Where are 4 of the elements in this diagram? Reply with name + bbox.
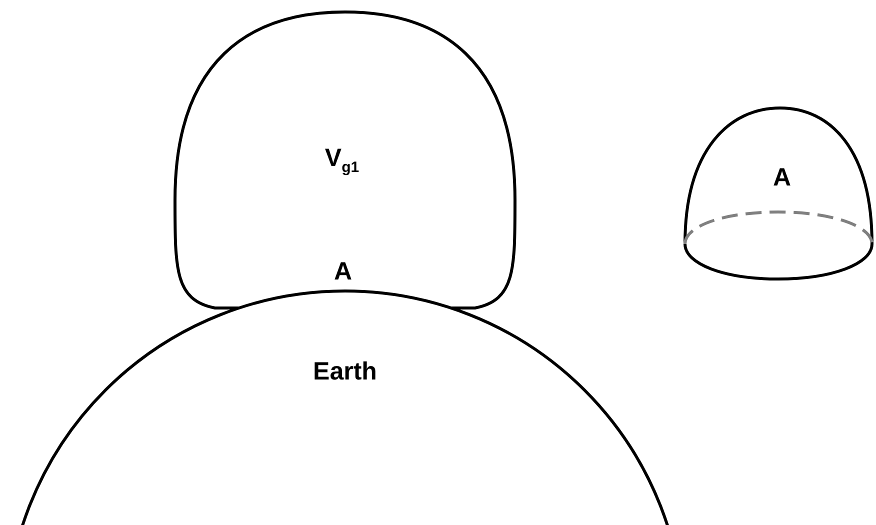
region-label: V$_{g1}$ — [324, 144, 360, 176]
point-label: A — [334, 258, 352, 286]
region-label: A — [772, 164, 792, 192]
region-label: Earth — [313, 358, 377, 386]
